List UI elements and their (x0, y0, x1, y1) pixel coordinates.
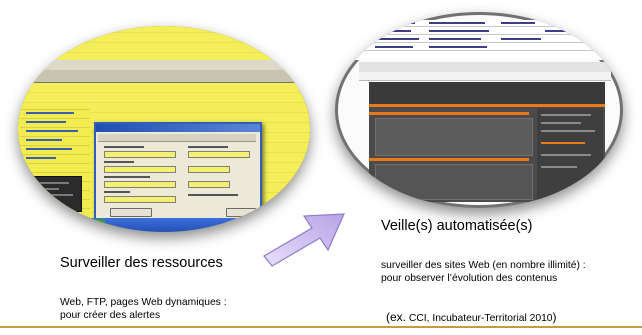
automated-watch-title: Veille(s) automatisée(s) (381, 218, 533, 234)
options-dialog (94, 122, 262, 224)
bottom-divider (0, 326, 642, 328)
example-suffix: ) (552, 310, 557, 324)
example-source: (ex. CCI, Incubateur-Territorial 2010) (386, 310, 557, 324)
description-line: Web, FTP, pages Web dynamiques : (60, 297, 227, 308)
monitored-website-screenshot (335, 12, 623, 208)
start-button (78, 219, 106, 230)
resources-description: Web, FTP, pages Web dynamiques : pour cr… (60, 296, 227, 322)
app-toolbar (28, 70, 304, 83)
website-page (369, 82, 605, 202)
browser-address-bar (359, 72, 611, 81)
websites-monitoring-description: surveiller des sites Web (en nombre illi… (381, 259, 586, 285)
diagonal-arrow-icon (263, 213, 345, 267)
alerts-table (355, 20, 605, 60)
description-line: surveiller des sites Web (en nombre illi… (381, 260, 586, 271)
example-prefix: (ex. (386, 310, 407, 324)
monitoring-software-screenshot (18, 26, 310, 232)
description-line: pour observer l’évolution des contenus (381, 273, 558, 284)
monitor-resources-title: Surveiller des ressources (60, 255, 223, 271)
preview-thumbnail (24, 176, 82, 212)
description-line: pour créer des alertes (60, 310, 161, 321)
example-source-text: CCI, Incubateur-Territorial 2010 (406, 313, 553, 324)
